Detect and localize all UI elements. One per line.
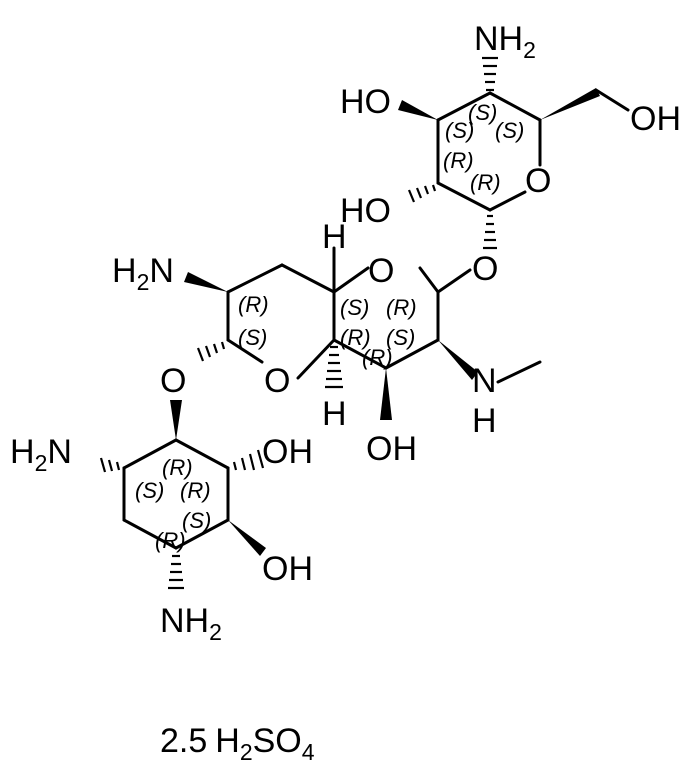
o-link-bc-label: O — [160, 362, 186, 400]
stereo-a5: (R) — [470, 170, 501, 195]
hash-anomeric-a — [483, 214, 497, 250]
wedge-oh-mid — [380, 368, 392, 420]
wedge-oh-c-lower — [228, 520, 266, 556]
h2n-lower-left-label: H2N — [10, 433, 72, 476]
n-methyl-label: N — [472, 362, 497, 400]
oh-c-upper-label: OH — [262, 433, 313, 471]
wedge-h2n-left — [184, 272, 228, 292]
hash-oh-c2 — [407, 184, 437, 203]
wedge-nh — [438, 340, 478, 380]
stereo-b3: (S) — [340, 295, 369, 320]
hash-anomeric-b — [196, 341, 226, 362]
stereo-a1: (S) — [468, 100, 497, 125]
stereo-a4: (R) — [443, 148, 474, 173]
hash-h-bottom — [325, 345, 343, 389]
nh2-bottom-label: NH2 — [160, 602, 222, 645]
o-ring-b2-label: O — [264, 362, 290, 400]
stereo-b1: (R) — [238, 292, 269, 317]
stereo-c3: (R) — [180, 478, 211, 503]
hash-h2n-lower — [99, 457, 121, 473]
wedge-link-c — [170, 400, 182, 440]
oh-c-lower-label: OH — [262, 550, 313, 588]
stereo-a2: (S) — [445, 118, 474, 143]
hash-oh-c-upper — [232, 449, 265, 471]
stereo-b6: (S) — [386, 325, 415, 350]
h-bottom-label: H — [322, 395, 347, 433]
oh-c2-label: HO — [340, 192, 391, 230]
stereo-a3: (S) — [495, 118, 524, 143]
stereo-c4: (S) — [182, 508, 211, 533]
hash-nh2-bottom — [168, 554, 184, 590]
o-ring-b-label: O — [368, 252, 394, 290]
h-top-label: H — [322, 218, 347, 256]
o-ring-a-label: O — [525, 162, 551, 200]
oh-mid-label: OH — [366, 430, 417, 468]
ring-b-bonds — [226, 246, 542, 384]
stereo-b2: (S) — [238, 325, 267, 350]
oh-c6-label: OH — [630, 100, 681, 138]
stereo-c5: (R) — [155, 528, 186, 553]
wedge-c5-ch2 — [540, 88, 600, 120]
wedge-c4-oh — [398, 100, 438, 120]
ring-a-bonds — [436, 88, 630, 212]
hash-nh2-top — [482, 56, 498, 92]
nh-h-label: H — [472, 402, 497, 440]
ring-c-bonds — [122, 438, 230, 550]
stereo-b7: (R) — [362, 345, 393, 370]
stereo-b5: (R) — [340, 325, 371, 350]
oh-c4-label: HO — [340, 83, 391, 121]
o-link-ab-label: O — [472, 250, 498, 288]
nh2-top-label: NH2 — [474, 20, 536, 63]
stereo-b4: (R) — [386, 295, 417, 320]
stereo-c1: (R) — [162, 455, 193, 480]
stereo-c2: (S) — [135, 478, 164, 503]
h2n-left-label: H2N — [112, 252, 174, 295]
